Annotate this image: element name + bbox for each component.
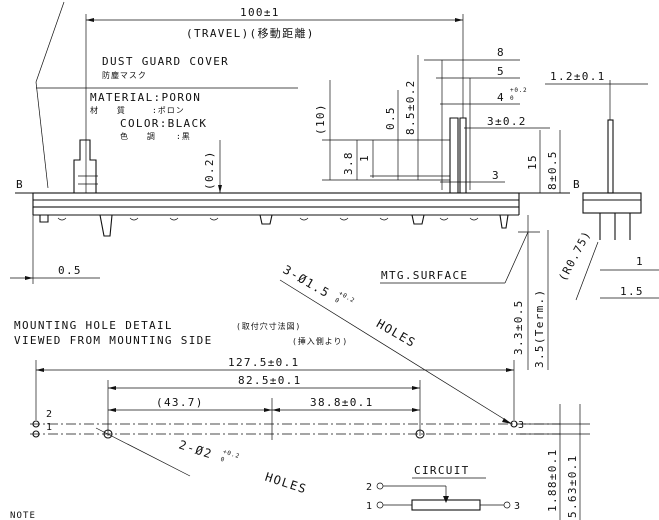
dim-1-top: 1 <box>358 154 371 162</box>
dim-15: 15 <box>526 154 539 170</box>
material-jp-key: 材 質 <box>90 105 126 115</box>
dim-0-5-left: 0.5 <box>58 264 82 277</box>
travel-dimension: 100±1 (TRAVEL)(移動距離) <box>85 6 464 193</box>
dim-0-5-top: 0.5 <box>384 106 397 130</box>
dim-3-3: 3.3±0.5 <box>512 299 525 355</box>
dim-5: 5 <box>497 65 505 78</box>
dim-563: 5.63±0.1 <box>566 454 579 518</box>
dim-1-5: 1.5 <box>620 285 644 298</box>
dim-4-tol-low: 0 <box>510 95 514 102</box>
material-label: MATERIAL:PORON <box>90 91 201 104</box>
end-view: 1.2±0.1 (R0.75) 1 1.5 <box>545 70 659 301</box>
circuit-diagram: CIRCUIT 2 1 3 <box>366 464 521 512</box>
dim-0-2-text: (0.2) <box>203 150 216 190</box>
lower-left-dims: 0.5 MTG.SURFACE 3.3±0.5 3.5(Term.) <box>10 215 549 370</box>
slider-lever <box>73 139 97 193</box>
dim-3-8: 3.8 <box>342 151 355 175</box>
dust-guard-labels: DUST GUARD COVER 防塵マスク MATERIAL:PORON 材 … <box>36 55 298 141</box>
dim-8: 8 <box>497 46 505 59</box>
dim-8-5: 8.5±0.2 <box>404 79 417 135</box>
travel-value: 100±1 <box>240 6 280 19</box>
viewed-from: VIEWED FROM MOUNTING SIDE <box>14 334 213 347</box>
pin-1: 1 <box>46 422 53 433</box>
travel-label: (TRAVEL)(移動距離) <box>186 26 315 40</box>
circuit-title: CIRCUIT <box>414 464 470 477</box>
note-label: NOTE <box>10 511 36 520</box>
circuit-pin-1: 1 <box>366 501 373 512</box>
right-lever <box>449 117 459 193</box>
dim-127: 127.5±0.1 <box>228 356 299 369</box>
dim-43: (43.7) <box>156 396 204 409</box>
holes-bottom-tol-low: 0 <box>220 456 226 464</box>
dim-82: 82.5±0.1 <box>238 374 302 387</box>
side-view-right-dims: (10) 3.8 1 0.5 8.5±0.2 8 5 4 +0.2 0 3±0.… <box>314 46 561 193</box>
color-jp-key: 色 調 <box>120 131 156 141</box>
mounting-title: MOUNTING HOLE DETAIL <box>14 319 173 332</box>
holes-top-tol: +0.2 <box>337 290 356 305</box>
dim-r075: (R0.75) <box>556 228 594 283</box>
holes-bottom-word: HOLES <box>263 470 309 497</box>
viewed-from-jp: (挿入側より) <box>292 336 348 346</box>
circuit-pin-3: 3 <box>514 501 521 512</box>
section-b-right: B <box>573 178 581 191</box>
dim-3: 3 <box>492 169 500 182</box>
holes-top-word: HOLES <box>374 316 419 350</box>
dim-8-tol: 8±0.5 <box>546 150 559 190</box>
dim-10: (10) <box>314 103 327 135</box>
pin-2: 2 <box>46 409 53 420</box>
pin-3: 3 <box>518 420 525 431</box>
side-view: B B <box>15 1 581 237</box>
circuit-pin-2: 2 <box>366 482 373 493</box>
mounting-title-jp: (取付穴寸法図) <box>236 321 301 331</box>
color-jp-val: :黒 <box>176 132 191 141</box>
dust-guard-jp: 防塵マスク <box>102 70 147 80</box>
mtg-surface: MTG.SURFACE <box>381 269 468 282</box>
dim-188: 1.88±0.1 <box>546 448 559 512</box>
dim-38: 38.8±0.1 <box>310 396 374 409</box>
holes-bottom-text: 2-Ø2 <box>177 438 214 462</box>
material-jp-val: :ポロン <box>152 106 185 115</box>
dim-3-tol: 3±0.2 <box>487 115 527 128</box>
dim-1-2: 1.2±0.1 <box>550 70 606 83</box>
holes-top-tol-low: 0 <box>333 297 340 305</box>
dim-1-right: 1 <box>636 255 644 268</box>
dust-guard-title: DUST GUARD COVER <box>102 55 229 68</box>
dim-4-tol: +0.2 <box>510 87 527 94</box>
dim-3-5: 3.5(Term.) <box>533 289 546 368</box>
dim-0-2: (0.2) <box>203 140 222 193</box>
section-b-left: B <box>16 178 24 191</box>
dim-4: 4 <box>497 91 505 104</box>
color-label: COLOR:BLACK <box>120 117 207 130</box>
holes-top-text: 3-Ø1.5 <box>281 262 333 300</box>
